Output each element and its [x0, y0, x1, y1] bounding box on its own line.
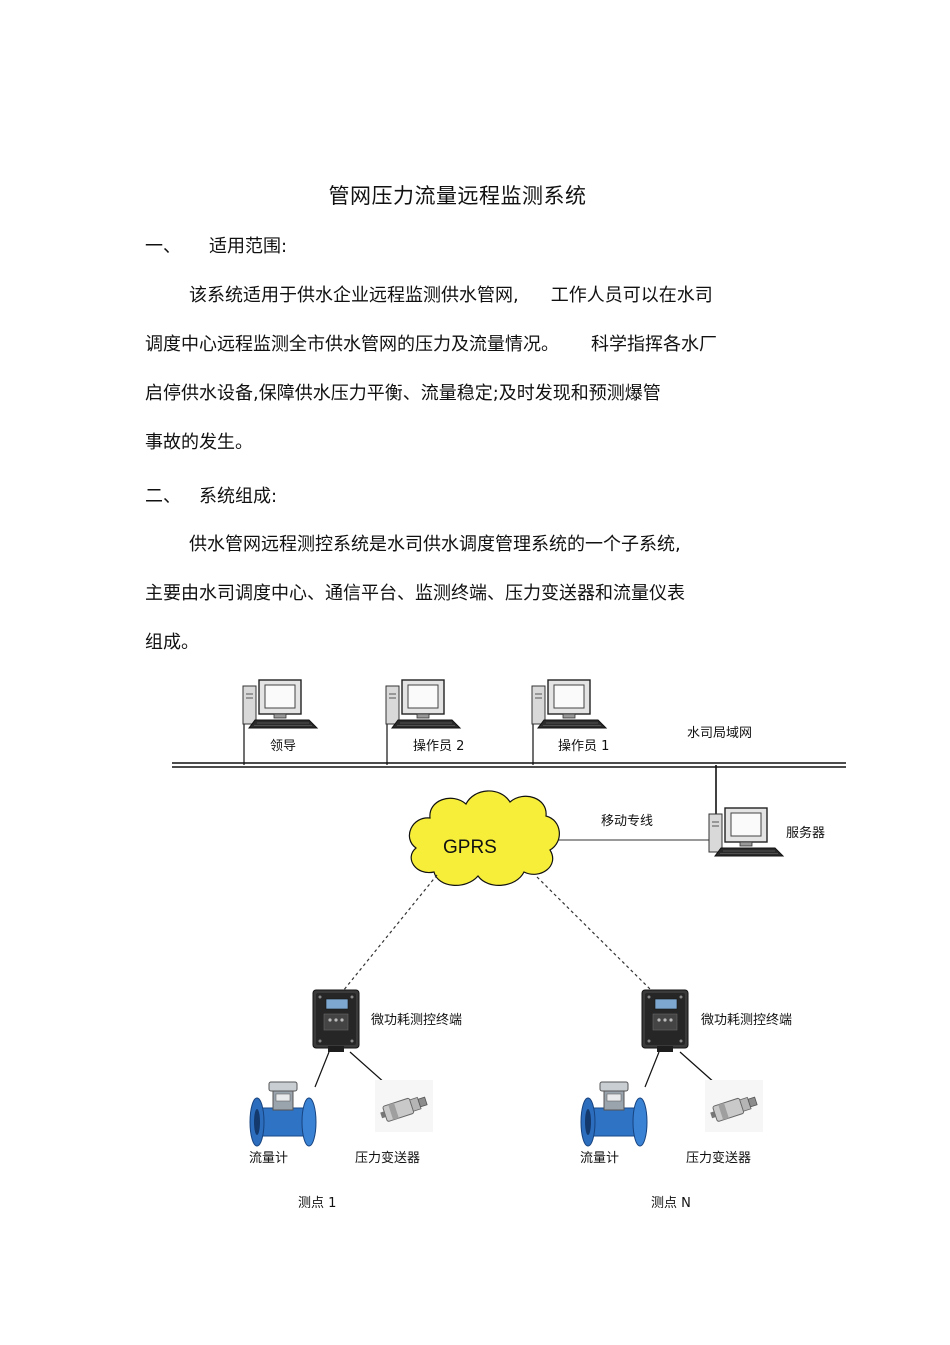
- pressure-transmitter-icon: [374, 1079, 434, 1133]
- paragraph-line: 启停供水设备,保障供水压力平衡、流量稳定;及时发现和预测爆管: [145, 383, 661, 404]
- label-operator-2: 操作员 2: [413, 738, 464, 754]
- gprs-cloud-icon: [408, 790, 560, 886]
- paragraph-line: 主要由水司调度中心、通信平台、监测终端、压力变送器和流量仪表: [145, 583, 685, 604]
- paragraph-line: 调度中心远程监测全市供水管网的压力及流量情况。: [145, 334, 559, 355]
- label-server: 服务器: [786, 825, 825, 841]
- scope-paragraph: 该系统适用于供水企业远程监测供水管网, 工作人员可以在水司 调度中心远程监测全市供…: [145, 271, 815, 467]
- section-title: 适用范围:: [209, 236, 288, 257]
- paragraph-line: 该系统适用于供水企业远程监测供水管网,: [189, 285, 519, 306]
- section-heading-composition: 二、系统组成:: [145, 482, 277, 508]
- section-heading-scope: 一、 适用范围:: [145, 232, 287, 258]
- section-number: 一、: [145, 236, 181, 257]
- paragraph-line: 科学指挥各水厂: [591, 334, 717, 355]
- label-site-n: 测点 N: [651, 1196, 691, 1211]
- cloud-label: GPRS: [443, 837, 497, 858]
- label-site-1: 测点 1: [298, 1196, 336, 1211]
- label-flowmeter-left: 流量计: [249, 1151, 288, 1166]
- section-number: 二、: [145, 486, 181, 507]
- computer-icon: [242, 679, 318, 729]
- paragraph-line: 供水管网远程测控系统是水司供水调度管理系统的一个子系统,: [189, 534, 681, 555]
- paragraph-line: 组成。: [145, 632, 199, 653]
- terminal-icon: [641, 989, 689, 1053]
- label-operator-1: 操作员 1: [558, 738, 609, 754]
- terminal-icon: [312, 989, 360, 1053]
- label-pressure-right: 压力变送器: [686, 1150, 751, 1166]
- label-flowmeter-right: 流量计: [580, 1151, 619, 1166]
- label-mobile-line: 移动专线: [601, 814, 653, 829]
- label-lan: 水司局域网: [687, 726, 752, 741]
- section-title: 系统组成:: [199, 486, 278, 507]
- paragraph-line: 事故的发生。: [145, 432, 253, 453]
- server-icon: [708, 807, 784, 857]
- label-leader: 领导: [270, 739, 296, 754]
- flowmeter-icon: [580, 1081, 648, 1147]
- pressure-transmitter-icon: [704, 1079, 764, 1133]
- document-title: 管网压力流量远程监测系统: [328, 184, 587, 208]
- label-terminal-right: 微功耗测控终端: [701, 1012, 792, 1028]
- paragraph-line: 工作人员可以在水司: [550, 285, 713, 306]
- flowmeter-icon: [249, 1081, 317, 1147]
- composition-paragraph: 供水管网远程测控系统是水司供水调度管理系统的一个子系统, 主要由水司调度中心、通…: [145, 520, 815, 667]
- computer-icon: [385, 679, 461, 729]
- label-pressure-left: 压力变送器: [355, 1150, 420, 1166]
- computer-icon: [531, 679, 607, 729]
- label-terminal-left: 微功耗测控终端: [371, 1012, 462, 1028]
